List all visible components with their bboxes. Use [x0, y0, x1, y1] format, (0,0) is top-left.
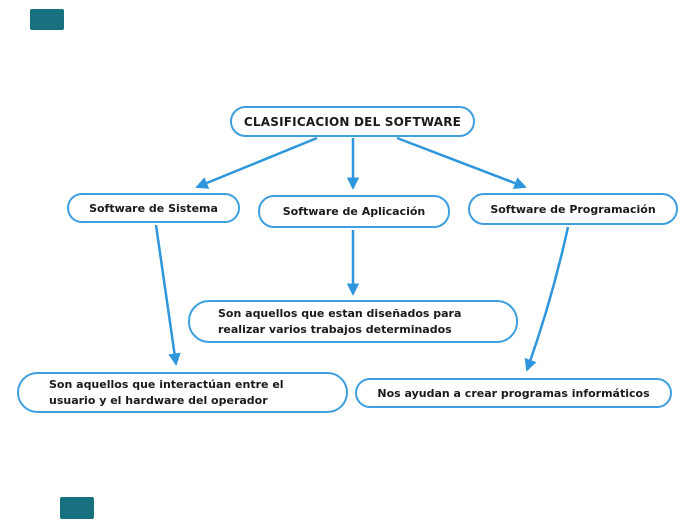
node-desc-programacion[interactable]: Nos ayudan a crear programas informático…	[355, 378, 672, 408]
node-software-de-programacion[interactable]: Software de Programación	[468, 193, 678, 225]
desc-sistema-line2: usuario y el hardware del operador	[49, 393, 268, 407]
desc-aplicacion-line1: Son aquellos que estan diseñados para	[218, 306, 462, 320]
desc-sistema-line1: Son aquellos que interactúan entre el	[49, 377, 284, 391]
node-desc-aplicacion[interactable]: Son aquellos que estan diseñados para re…	[188, 300, 518, 343]
node-desc-sistema-text: Son aquellos que interactúan entre el us…	[49, 377, 284, 409]
edge-title-to-programacion	[396, 136, 527, 190]
desc-aplicacion-line2: realizar varios trabajos determinados	[218, 322, 452, 336]
node-programacion-label: Software de Programación	[490, 202, 656, 216]
edge-sistema-to-desc	[154, 224, 181, 366]
node-desc-sistema[interactable]: Son aquellos que interactúan entre el us…	[17, 372, 348, 413]
node-software-de-sistema[interactable]: Software de Sistema	[67, 193, 240, 223]
node-software-de-aplicacion[interactable]: Software de Aplicación	[258, 195, 450, 228]
edge-title-to-sistema	[195, 136, 318, 189]
node-desc-aplicacion-text: Son aquellos que estan diseñados para re…	[218, 306, 461, 338]
edge-programacion-to-desc	[524, 226, 570, 372]
node-desc-programacion-label: Nos ayudan a crear programas informático…	[377, 386, 650, 400]
node-sistema-label: Software de Sistema	[89, 201, 218, 215]
node-aplicacion-label: Software de Aplicación	[282, 205, 426, 218]
teal-marker-top-left	[30, 9, 64, 30]
node-title-clasificacion-del-software[interactable]: CLASIFICACION DEL SOFTWARE	[230, 106, 475, 137]
node-title-label: CLASIFICACION DEL SOFTWARE	[243, 114, 462, 129]
teal-marker-bottom-left	[60, 497, 94, 519]
